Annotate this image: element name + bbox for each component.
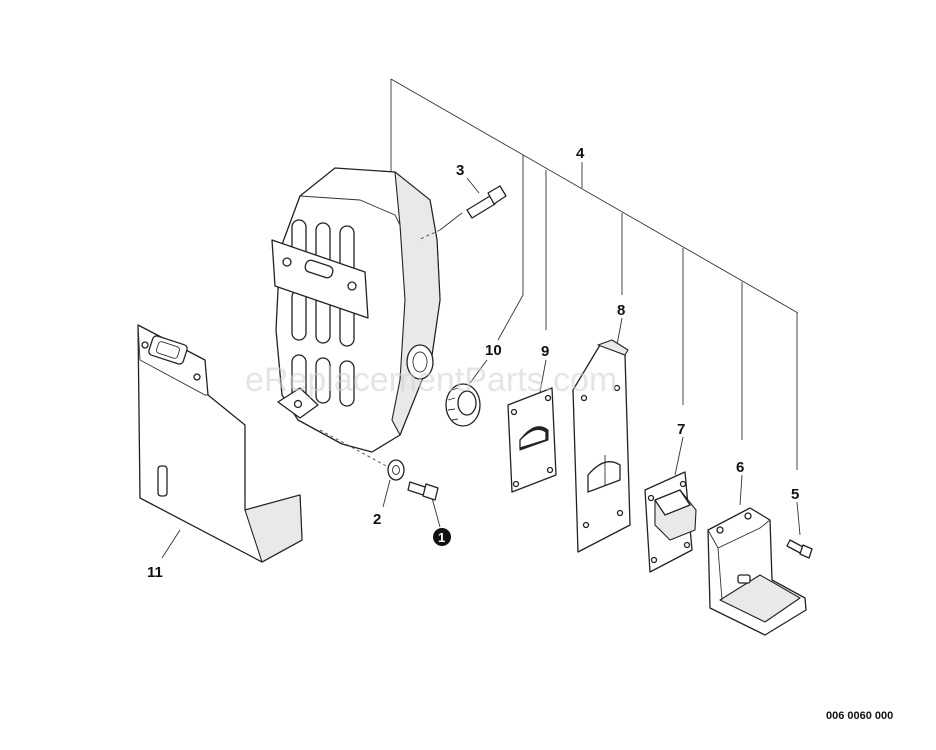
callout-1: 1 (438, 530, 445, 545)
callout-4: 4 (576, 145, 585, 162)
heat-shield (137, 324, 303, 563)
assembly-bracket-lines (161, 78, 801, 559)
washer-2 (387, 459, 405, 481)
spark-arrester-10 (445, 383, 481, 427)
screw-5 (786, 539, 813, 559)
callout-8: 8 (617, 302, 625, 319)
document-number: 006 0060 000 (826, 710, 893, 722)
callout-3: 3 (456, 162, 464, 179)
callout-11: 11 (147, 564, 163, 581)
muffler (271, 167, 441, 469)
callout-7: 7 (677, 421, 685, 438)
gasket-9 (507, 387, 557, 493)
bolt-1 (407, 481, 439, 501)
bolt-3 (466, 185, 507, 219)
callout-5: 5 (791, 486, 799, 503)
callout-2: 2 (373, 511, 381, 528)
callout-1-bullet: 1 (433, 528, 451, 546)
callout-6: 6 (736, 459, 744, 476)
screen-7 (644, 471, 697, 573)
callout-9: 9 (541, 343, 549, 360)
callout-10: 10 (485, 342, 502, 359)
deflector-6 (707, 507, 807, 636)
plate-8 (572, 339, 631, 553)
watermark: eReplacementParts.com (245, 361, 617, 399)
